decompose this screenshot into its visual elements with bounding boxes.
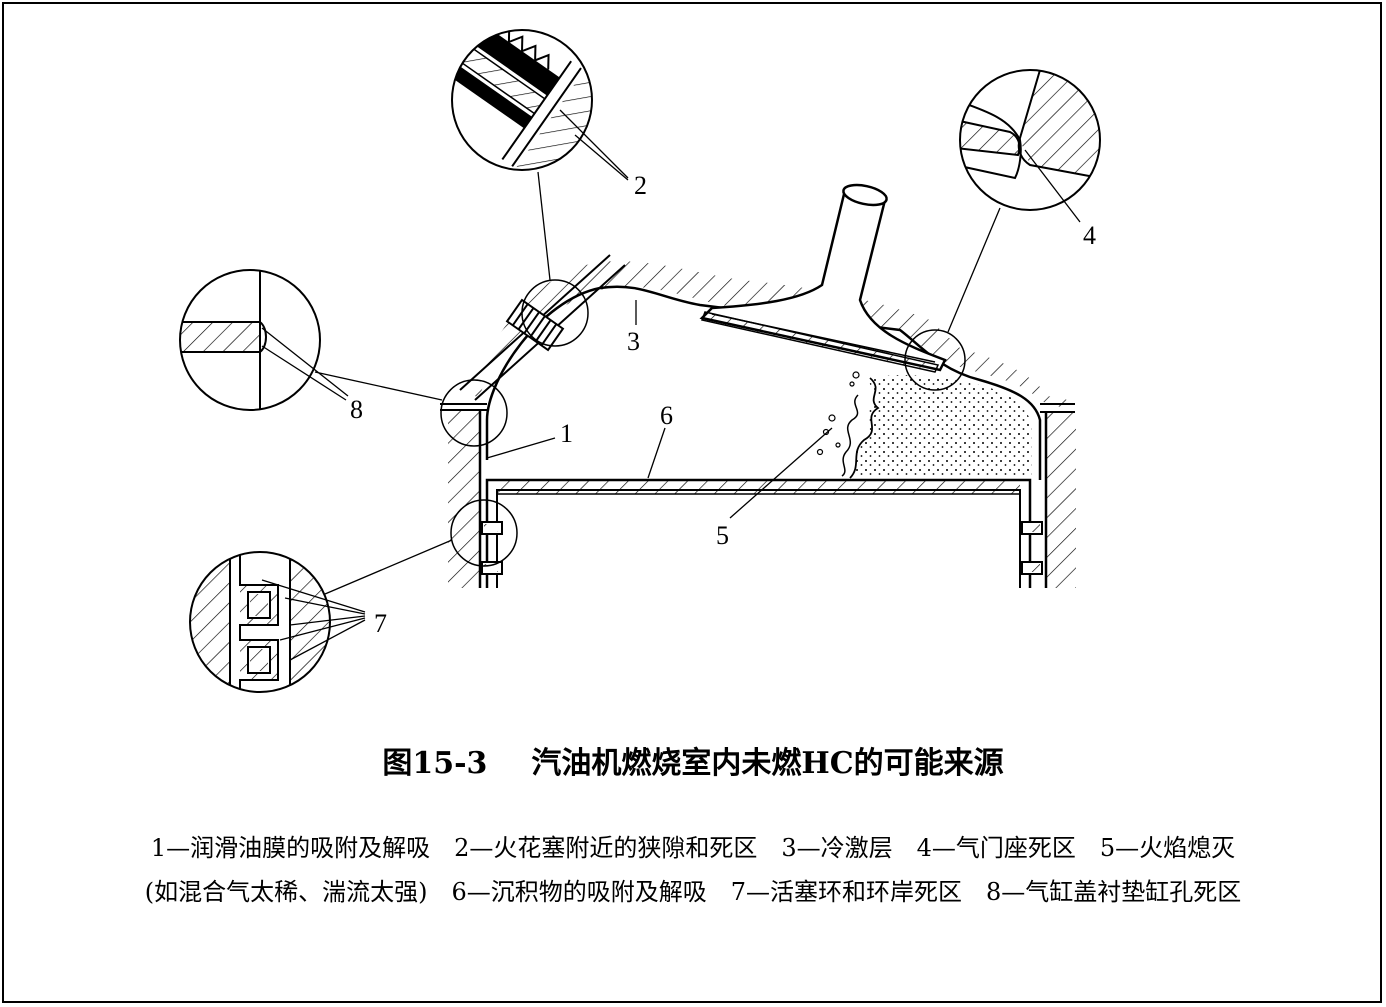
- detail-circle-4: [959, 69, 1101, 211]
- callout-6: 6: [660, 401, 673, 430]
- callout-5: 5: [716, 521, 729, 550]
- callout-7: 7: [374, 609, 387, 638]
- callout-1: 1: [560, 419, 573, 448]
- combustion-chamber-diagram: 1 2 3 4 5 6 7 8: [179, 29, 1101, 693]
- unburned-mixture-region: [816, 371, 1032, 479]
- intake-valve: [699, 183, 947, 373]
- callout-8: 8: [350, 395, 363, 424]
- marker-circle-7: [450, 499, 518, 567]
- callout-4: 4: [1083, 221, 1096, 250]
- figure-title: 汽油机燃烧室内未燃HC的可能来源: [531, 746, 1004, 781]
- marker-circle-8: [440, 379, 508, 447]
- marker-circle-4: [904, 329, 966, 391]
- figure-caption: 图15-3 汽油机燃烧室内未燃HC的可能来源: [0, 738, 1386, 782]
- legend-line-2: (如混合气太稀、湍流太强) 6—沉积物的吸附及解吸 7—活塞环和环岸死区 8—气…: [144, 878, 1242, 906]
- legend-line-1: 1—润滑油膜的吸附及解吸 2—火花塞附近的狭隙和死区 3—冷激层 4—气门座死区…: [150, 834, 1236, 862]
- callout-2: 2: [634, 171, 647, 200]
- leader-lines: [261, 109, 1081, 661]
- callout-3: 3: [627, 327, 640, 356]
- detail-circle-2: [451, 29, 593, 171]
- piston: [481, 478, 1043, 588]
- detail-circle-8: [179, 269, 321, 411]
- detail-circle-7: [189, 551, 331, 693]
- cylinder-head: [470, 261, 1068, 408]
- marker-circle-2: [521, 279, 589, 347]
- spark-plug: [459, 254, 626, 401]
- figure-number: 图15-3: [382, 746, 488, 781]
- chamber-roof: [485, 285, 1042, 480]
